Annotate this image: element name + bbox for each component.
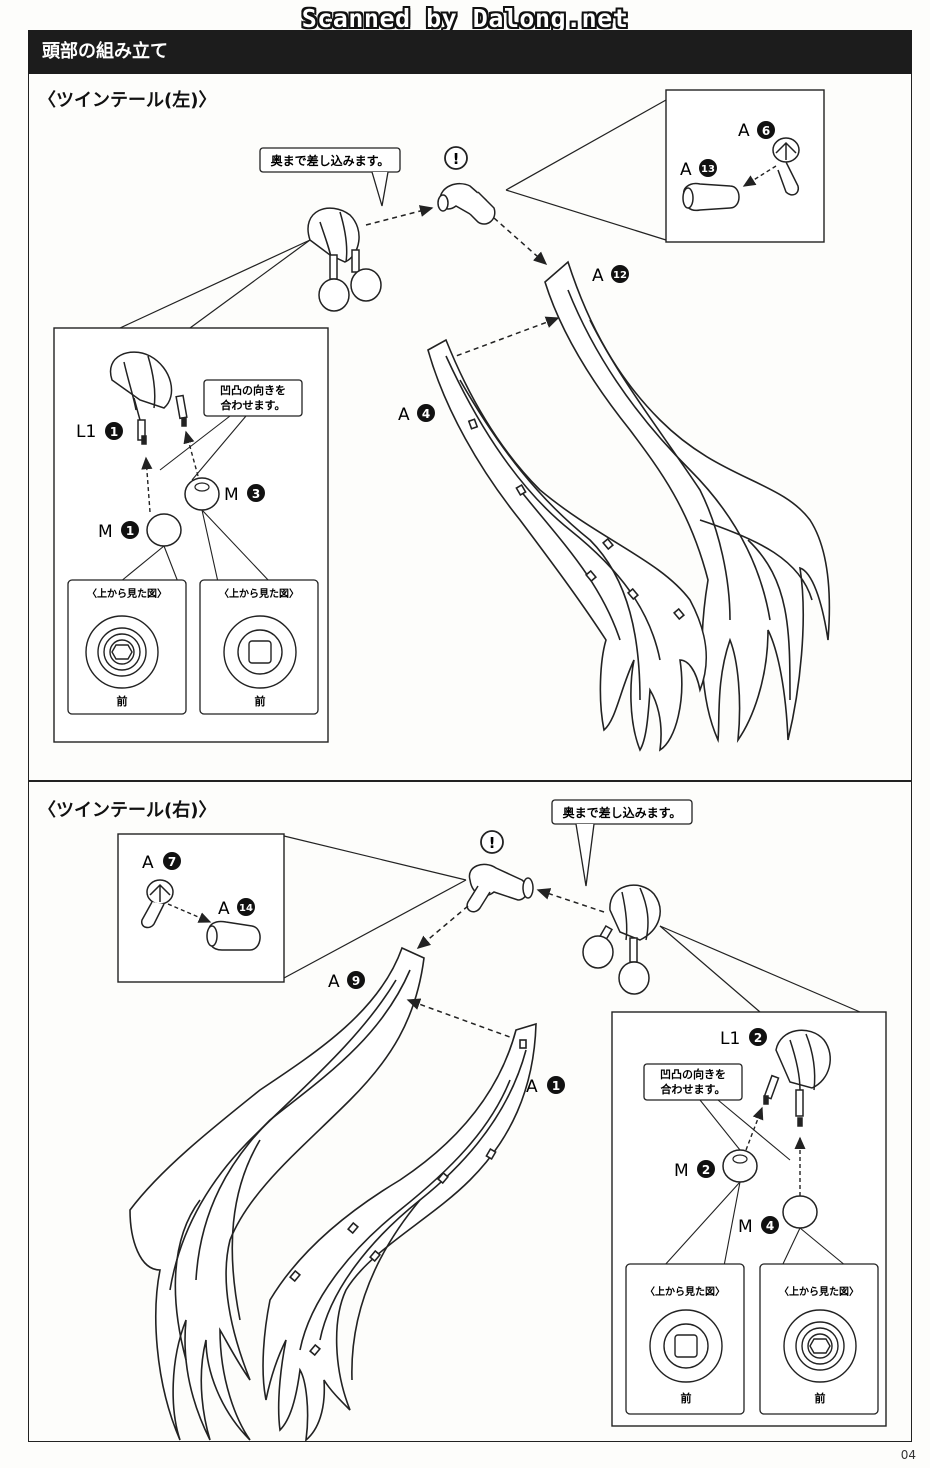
svg-text:A: A (328, 972, 340, 992)
svg-text:9: 9 (352, 974, 360, 988)
head-piece-left (307, 207, 382, 312)
part-label-m3: M 3 (224, 484, 265, 505)
part-label-a13: A 13 (680, 159, 717, 180)
svg-text:13: 13 (701, 164, 715, 175)
part-label-a12: A 12 (592, 265, 629, 286)
svg-text:A: A (680, 160, 692, 180)
svg-text:A: A (526, 1077, 538, 1097)
view-label-m1: 〈上から見た図〉 (87, 587, 167, 600)
part-label-m1: M 1 (98, 521, 139, 542)
svg-text:L1: L1 (76, 422, 96, 442)
svg-text:4: 4 (422, 407, 430, 421)
svg-text:A: A (398, 405, 410, 425)
view-label-m2: 〈上から見た図〉 (645, 1285, 725, 1298)
svg-text:12: 12 (613, 270, 627, 281)
svg-text:L1: L1 (720, 1029, 740, 1049)
part-label-m2: M 2 (674, 1160, 715, 1181)
callout-insert-right: 奥まで差し込みます。 (551, 799, 693, 887)
callout-insert-left-text: 奥まで差し込みます。 (271, 153, 390, 168)
svg-text:A: A (592, 266, 604, 286)
front-label-m4: 前 (815, 1391, 826, 1405)
watermark: Scanned by Dalong.net (301, 4, 629, 33)
part-label-l1-right: L1 2 (720, 1028, 767, 1049)
svg-text:7: 7 (168, 855, 176, 869)
section-divider (28, 780, 912, 782)
part-label-a9: A 9 (328, 971, 365, 992)
section-title-left-twintail: 〈ツインテール(左)〉 (38, 90, 217, 111)
caution-icon: ! (444, 146, 468, 170)
part-label-a6: A 6 (738, 121, 775, 141)
inset-l1-m2-m4: 凹凸の向きを 合わせます。 〈上から見た図〉 〈上から見た図〉 前 前 (611, 925, 887, 1427)
part-label-a7: A 7 (142, 852, 181, 873)
part-label-a14: A 14 (218, 898, 255, 919)
hair-tail-a1 (262, 1022, 537, 1442)
elbow-joint-left (437, 182, 496, 225)
front-label-m2: 前 (681, 1391, 692, 1405)
part-label-a4: A 4 (398, 404, 435, 425)
page-number: 04 (900, 1448, 916, 1462)
view-label-m3: 〈上から見た図〉 (219, 587, 299, 600)
callout-align-left-line1: 凹凸の向きを (220, 383, 286, 397)
hair-tail-a9 (129, 946, 425, 1441)
part-label-m4: M 4 (738, 1216, 779, 1237)
callout-align-left-line2: 合わせます。 (221, 398, 286, 412)
callout-align-right-line2: 合わせます。 (661, 1082, 726, 1096)
inset-l1-m1-m3: 凹凸の向きを 合わせます。 〈上から見た図〉 〈上から見た図〉 前 前 (53, 239, 329, 743)
callout-insert-right-text: 奥まで差し込みます。 (563, 805, 682, 820)
inset-a13-a6 (505, 89, 825, 243)
svg-text:M: M (674, 1161, 689, 1181)
svg-text:A: A (738, 121, 750, 141)
part-label-a1: A 1 (526, 1076, 565, 1097)
svg-text:A: A (142, 853, 154, 873)
front-label-m1: 前 (117, 694, 128, 708)
svg-text:M: M (98, 522, 113, 542)
svg-text:2: 2 (754, 1031, 762, 1045)
svg-text:2: 2 (702, 1163, 710, 1177)
svg-text:1: 1 (126, 524, 134, 538)
page-title: 頭部の組み立て (28, 30, 912, 74)
view-label-m4: 〈上から見た図〉 (779, 1285, 859, 1298)
head-piece-right (582, 884, 661, 995)
hair-tail-a12 (544, 260, 831, 744)
svg-text:3: 3 (252, 487, 260, 501)
svg-text:4: 4 (766, 1219, 774, 1233)
section-title-right-twintail: 〈ツインテール(右)〉 (38, 800, 217, 821)
callout-insert-left: 奥まで差し込みます。 (259, 147, 401, 207)
svg-text:M: M (224, 485, 239, 505)
svg-text:14: 14 (239, 903, 253, 914)
elbow-joint-right (466, 863, 534, 913)
inset-a7-a14 (117, 833, 467, 983)
part-label-l1-left: L1 1 (76, 422, 123, 442)
svg-text:1: 1 (552, 1079, 560, 1093)
svg-text:!: ! (489, 834, 496, 852)
svg-text:A: A (218, 899, 230, 919)
hair-tail-a4 (427, 338, 708, 752)
callout-align-right-line1: 凹凸の向きを (660, 1067, 726, 1081)
svg-text:!: ! (453, 150, 460, 168)
svg-text:M: M (738, 1217, 753, 1237)
svg-text:6: 6 (762, 124, 770, 138)
caution-icon: ! (480, 830, 504, 854)
front-label-m3: 前 (255, 694, 266, 708)
svg-text:1: 1 (110, 425, 118, 439)
